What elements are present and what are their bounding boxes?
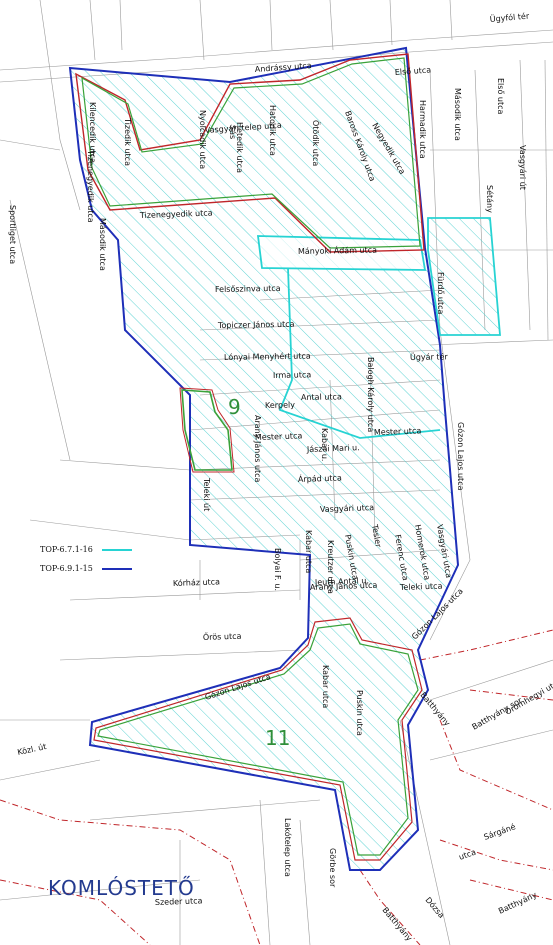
boundary-dashdot: [0, 629, 553, 945]
zone-label-11: 11: [265, 726, 290, 750]
street-label: Bolyai F. u.: [273, 548, 282, 591]
street-label: Felsőszinva utca: [215, 284, 281, 294]
zone9-outline: [181, 389, 233, 471]
zone-cyan-line: [278, 267, 441, 439]
zone11-outline-green: [97, 623, 419, 856]
street-label: Sás: [228, 125, 237, 139]
street-label: Tesler: [370, 523, 383, 549]
street-label: Jeuth Antal u.: [314, 576, 369, 587]
street-label: Hetedik utca: [235, 122, 244, 173]
street-label: Sárgáné: [482, 821, 517, 842]
street-label: Andrássy utca: [255, 61, 313, 74]
street-label: Harmadik utca: [418, 100, 427, 159]
street-label: Árpád utca: [298, 471, 342, 484]
street-label: Lakótelep utca: [283, 818, 293, 877]
street-label: Sportliget utca: [8, 205, 17, 264]
street-label: Mányoki Ádám utca: [298, 244, 377, 256]
street-label: Kreutzer utca: [326, 540, 335, 594]
street-label: Ügyár tér: [410, 351, 449, 362]
street-label: Arany János utca: [310, 581, 378, 592]
street-label: Görbe sor: [328, 848, 337, 888]
legend-label-cyan: TOP-6.7.1-16: [40, 545, 93, 554]
street-label: Gózon Lajos utca: [456, 422, 466, 491]
street-label: Ötödik utca: [311, 120, 321, 166]
street-label: Balogh Károly utca: [366, 357, 375, 432]
legend-label-blue: TOP-6.9.1-15: [40, 564, 93, 573]
street-label: Első utca: [395, 65, 432, 77]
street-label: Kabar utca: [304, 530, 313, 573]
street-label: Batthyány: [418, 691, 452, 729]
street-label: Batthyány: [380, 906, 414, 944]
street-label: Első utca: [496, 78, 505, 114]
street-label: Kabar utca: [321, 665, 330, 708]
street-label: Antal utca: [301, 392, 342, 402]
street-label: Lónyai Menyhért utca: [224, 350, 311, 362]
street-label: Mester utca: [374, 426, 422, 437]
place-name: KOMLÓSTETŐ: [48, 876, 195, 900]
zone9-outline-red: [179, 387, 235, 473]
street-label: Teleki utca: [399, 582, 443, 593]
legend: TOP-6.7.1-16 TOP-6.9.1-15: [40, 545, 132, 573]
street-label: Batthyány: [497, 890, 538, 916]
street-label: Nyolcadik utca: [198, 110, 207, 169]
street-label: Puskin utca: [355, 690, 364, 736]
street-label: Jászai Mari u.: [306, 443, 360, 454]
street-label: Hatodik utca: [268, 105, 277, 156]
street-label: Topiczer János utca: [217, 320, 295, 330]
street-label: Dózsa: [423, 895, 446, 920]
street-label: Közl. út: [17, 742, 48, 757]
zone11-outline-red: [93, 617, 423, 861]
street-label: Teleki út: [202, 477, 211, 511]
street-label: Kilencedik utca: [88, 102, 97, 163]
street-label: Irma utca: [273, 370, 312, 380]
street-label: Fürdő utca: [436, 272, 445, 315]
zone-red-outline-north: [75, 53, 425, 253]
zone-label-9: 9: [228, 395, 241, 419]
street-label: Második utca: [98, 218, 107, 271]
street-label: Őrös utca: [203, 631, 242, 642]
street-label: Kórház utca: [173, 576, 221, 588]
zone-cyan-top-right: [427, 217, 501, 336]
street-label: utca: [458, 847, 478, 861]
street-label: Ügyfól tér: [489, 11, 530, 24]
street-label: Vasgyári út: [518, 145, 527, 190]
street-label: Tizenegyedik utca: [139, 208, 213, 220]
street-label: Kabar u.: [320, 428, 329, 461]
street-label: Arany János utca: [253, 415, 262, 483]
street-label: Mester utca: [255, 431, 303, 442]
street-label: Sétány: [485, 185, 495, 213]
street-label: Második utca: [453, 88, 462, 141]
street-label: Őrömhegyi utca: [503, 676, 553, 717]
zone-cyan-middle: [256, 235, 427, 271]
zone-green-outline-north: [81, 57, 421, 249]
street-label: Vasgyári utca: [320, 503, 375, 514]
street-label: Kerpely: [265, 400, 295, 410]
street-label: Tizedik utca: [123, 117, 132, 166]
street-label: Szeder utca: [155, 896, 203, 907]
street-label: Tizenegyedik utca: [86, 149, 95, 223]
